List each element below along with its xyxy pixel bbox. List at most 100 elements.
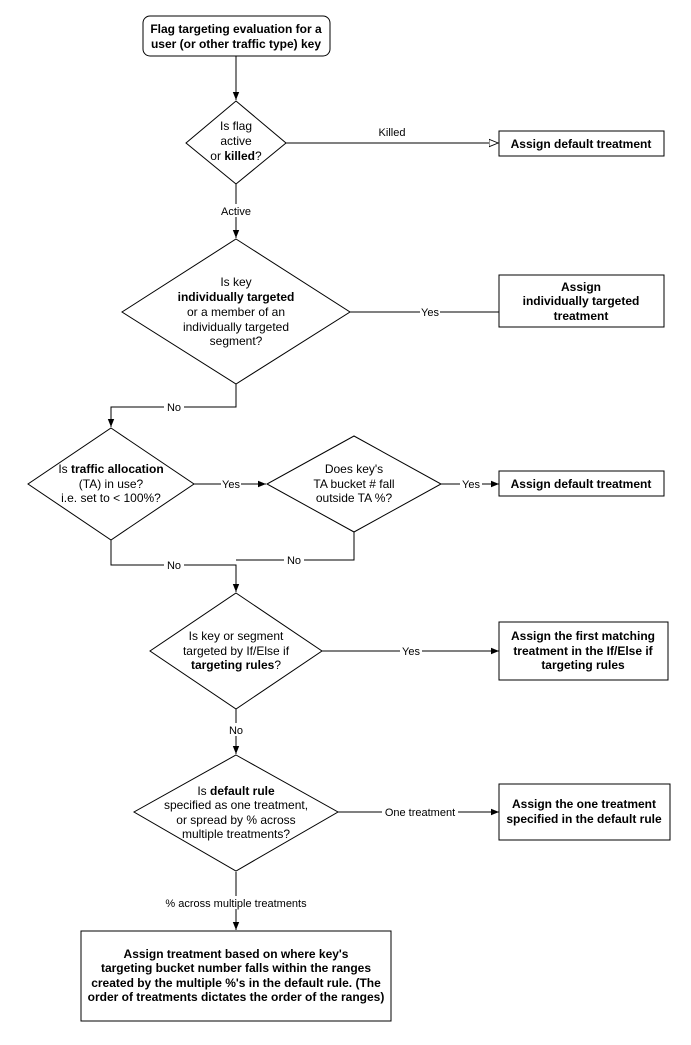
start-line-2: user (or other traffic type) key [151,37,321,51]
r5-line-1: Assign the one treatment [512,797,656,811]
result-bucket-ranges: Assign treatment based on where key's ta… [80,930,392,1022]
result-default-treatment-killed: Assign default treatment [498,130,665,157]
svg-text:targeting rules?: targeting rules? [191,658,281,672]
edge-label-yes-individual: Yes [421,307,439,319]
edge-label-yes-ta: Yes [222,479,240,491]
result-default-treatment-ta: Assign default treatment [498,470,665,497]
svg-text:Flag targeting evaluation for: Flag targeting evaluation for a [150,22,322,36]
edge-no-bucket [236,532,355,561]
svg-text:specified as one treatment,: specified as one treatment, [164,798,308,812]
svg-text:segment?: segment? [210,334,263,348]
d3-line-1-pre: Is [58,462,71,476]
edge-label-killed: Killed [379,127,406,139]
edge-labels: Killed Active Yes No Yes Yes No No Yes N… [162,127,482,910]
d5-line-3-post: ? [274,658,281,672]
r6-line-4: order of treatments dictates the order o… [88,990,385,1004]
d5-line-3-bold: targeting rules [191,658,275,672]
result-individually-targeted: Assign individually targeted treatment [498,274,665,328]
d4-line-1: Does key's [325,462,383,476]
decision-individually-targeted: Is key individually targeted or a member… [121,238,351,385]
d5-line-1: Is key or segment [189,629,284,643]
r4-line-2: treatment in the If/Else if [513,644,653,658]
d2-line-4: individually targeted [183,320,289,334]
svg-text:or a member of an: or a member of an [187,305,285,319]
d6-line-1-pre: Is [197,784,210,798]
start-line-1: Flag targeting evaluation for a [150,22,322,36]
edge-label-one-treatment: One treatment [385,807,455,819]
start-node: Flag targeting evaluation for a user (or… [142,15,331,57]
svg-text:Is default rule: Is default rule [197,784,275,798]
r6-line-3: created by the multiple %'s in the defau… [91,976,381,990]
edge-label-no-ta: No [167,560,181,572]
svg-text:individually targeted: individually targeted [183,320,289,334]
r2-line-2: individually targeted [523,294,640,308]
r4-line-3: targeting rules [541,658,625,672]
svg-text:individually targeted: individually targeted [178,290,295,304]
svg-text:Assign treatment based on wher: Assign treatment based on where key's [124,947,349,961]
svg-text:treatment in the If/Else if: treatment in the If/Else if [513,644,653,658]
svg-text:Does key's: Does key's [325,462,383,476]
svg-text:Is key or segment: Is key or segment [189,629,284,643]
svg-text:Assign default treatment: Assign default treatment [511,137,652,151]
r3-line-1: Assign default treatment [511,477,652,491]
d4-line-3: outside TA %? [316,491,393,505]
decision-ta-bucket: Does key's TA bucket # fall outside TA %… [265,435,443,533]
d6-line-1-bold: default rule [210,784,275,798]
svg-text:outside TA %?: outside TA %? [316,491,393,505]
edge-label-no-bucket: No [287,555,301,567]
svg-text:Assign the first matching: Assign the first matching [511,629,655,643]
d1-line-3-pre: or [210,149,224,163]
result-first-matching-rule: Assign the first matching treatment in t… [498,621,669,681]
svg-text:Is key: Is key [220,275,251,289]
d4-line-2: TA bucket # fall [313,477,394,491]
svg-text:treatment: treatment [554,309,609,323]
svg-text:specified in the default rule: specified in the default rule [506,812,662,826]
edge-label-pct-multiple: % across multiple treatments [165,898,307,910]
svg-text:targeted by If/Else if: targeted by If/Else if [183,644,290,658]
d1-line-3-bold: killed [224,149,255,163]
result-one-treatment: Assign the one treatment specified in th… [498,783,671,841]
svg-text:or spread by % across: or spread by % across [176,813,295,827]
d3-line-1-bold: traffic allocation [71,462,164,476]
d5-line-2: targeted by If/Else if [183,644,290,658]
svg-text:order of treatments dictates t: order of treatments dictates the order o… [88,990,385,1004]
svg-text:targeting bucket number falls: targeting bucket number falls within the… [101,961,371,975]
d6-line-3: or spread by % across [176,813,295,827]
d3-line-2: (TA) in use? [79,477,144,491]
svg-text:TA bucket # fall: TA bucket # fall [313,477,394,491]
decision-traffic-allocation: Is traffic allocation (TA) in use? i.e. … [27,427,195,541]
svg-text:Assign: Assign [561,280,601,294]
d3-line-3: i.e. set to < 100%? [61,491,161,505]
svg-text:active: active [220,134,252,148]
edge-label-yes-bucket: Yes [462,479,480,491]
d1-line-3-post: ? [255,149,262,163]
svg-text:or killed?: or killed? [210,149,262,163]
svg-text:i.e. set to < 100%?: i.e. set to < 100%? [61,491,161,505]
edge-label-no-individual: No [167,402,181,414]
d6-line-2: specified as one treatment, [164,798,308,812]
r2-line-1: Assign [561,280,601,294]
d2-line-3: or a member of an [187,305,285,319]
svg-text:user (or other traffic type) k: user (or other traffic type) key [151,37,321,51]
d1-line-2: active [220,134,252,148]
d6-line-4: multiple treatments? [182,827,290,841]
r2-line-3: treatment [554,309,609,323]
svg-text:Assign the one treatment: Assign the one treatment [512,797,656,811]
r1-line-1: Assign default treatment [511,137,652,151]
svg-text:multiple treatments?: multiple treatments? [182,827,290,841]
edge-label-active: Active [221,206,251,218]
decision-default-rule: Is default rule specified as one treatme… [132,754,340,872]
svg-text:individually targeted: individually targeted [523,294,640,308]
decision-targeting-rules: Is key or segment targeted by If/Else if… [149,592,323,710]
r6-line-2: targeting bucket number falls within the… [101,961,371,975]
r5-line-2: specified in the default rule [506,812,662,826]
d2-line-5: segment? [210,334,263,348]
r6-line-1: Assign treatment based on where key's [124,947,349,961]
d1-line-1: Is flag [220,119,252,133]
edge-label-yes-rules: Yes [402,646,420,658]
r4-line-1: Assign the first matching [511,629,655,643]
edge-label-no-rules: No [229,725,243,737]
svg-text:created by the multiple %'s in: created by the multiple %'s in the defau… [91,976,381,990]
svg-text:Is flag: Is flag [220,119,252,133]
